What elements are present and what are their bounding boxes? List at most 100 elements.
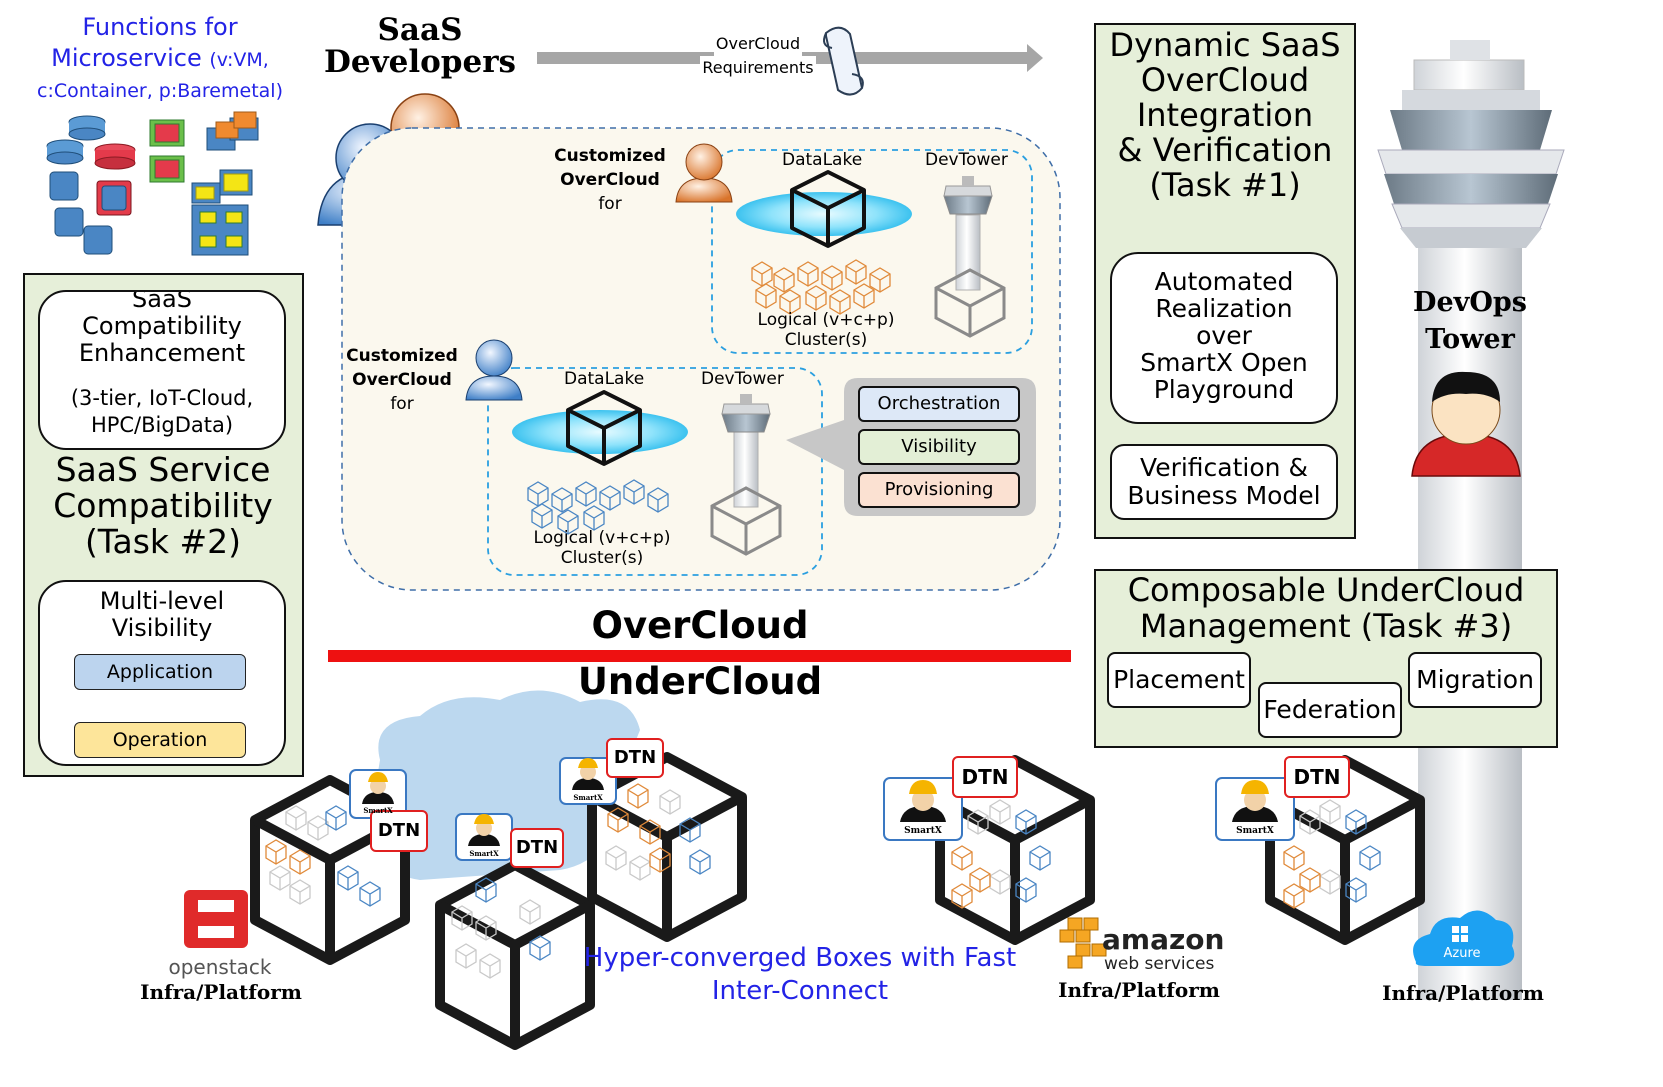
lower-cluster-frame xyxy=(487,367,823,576)
custom-lower-line1: Customized xyxy=(346,346,458,366)
smartx-label-4: SmartX xyxy=(904,826,942,836)
openstack-logo xyxy=(184,890,248,948)
task3-title: Composable UnderCloud Management (Task #… xyxy=(1094,572,1558,644)
azure-logo-text: Azure xyxy=(1443,946,1481,961)
task1-title-line5: (Task #1) xyxy=(1149,166,1301,204)
automated-realization-box: Automated Realization over SmartX Open P… xyxy=(1110,252,1338,424)
saas-compatibility-box: SaaS Compatibility Enhancement (3-tier, … xyxy=(38,290,286,450)
custom-upper-line1: Customized xyxy=(554,146,666,166)
compat-line2: Compatibility xyxy=(82,312,242,340)
dtn-badge-5: DTN xyxy=(1284,756,1350,798)
orchestration-pill: Orchestration xyxy=(858,386,1020,422)
worker-icon-5 xyxy=(1215,777,1295,841)
box1-line2: Realization xyxy=(1155,294,1293,323)
developers-line1: SaaS xyxy=(377,12,463,48)
custom-lower-line2: OverCloud xyxy=(352,370,452,390)
custom-upper-line3: for xyxy=(598,194,622,214)
scroll-icon xyxy=(823,26,864,96)
task1-title-line3: Integration xyxy=(1136,96,1314,134)
federation-box: Federation xyxy=(1258,682,1402,738)
application-layer: Application xyxy=(74,654,246,690)
database-icon xyxy=(46,115,136,170)
microservice-title-suffix: (v:VM, xyxy=(209,49,269,71)
overcloud-label: OverCloud xyxy=(591,604,809,647)
requirements-label: OverCloud Requirements xyxy=(688,32,828,80)
visibility-line1: Multi-level xyxy=(99,587,225,615)
upper-cluster-frame xyxy=(711,149,1033,354)
custom-upper-line2: OverCloud xyxy=(560,170,660,190)
worker-icon-2 xyxy=(455,813,513,861)
aws-logo-text: web services xyxy=(1104,954,1215,974)
task1-title-line4: & Verification xyxy=(1117,131,1333,169)
box1-line1: Automated xyxy=(1154,267,1294,296)
windows-icon xyxy=(1452,926,1468,942)
developers-line2: Developers xyxy=(324,44,516,80)
devops-tower-label: DevOps Tower xyxy=(1400,284,1540,358)
custom-lower-line3: for xyxy=(390,394,414,414)
datalake-label-upper: DataLake xyxy=(782,150,863,170)
visibility-line2: Visibility xyxy=(111,614,213,642)
placement-box: Placement xyxy=(1107,652,1251,708)
hyperconverged-caption: Hyper-converged Boxes with Fast Inter-Co… xyxy=(580,942,1020,1008)
microservice-title-line1: Functions for xyxy=(82,13,238,41)
hyperconverged-line1: Hyper-converged Boxes with Fast xyxy=(583,943,1017,973)
hyperconverged-box-2 xyxy=(440,865,590,1045)
microservice-title-line2: Microservice xyxy=(51,44,202,72)
dtn-badge-4: DTN xyxy=(952,756,1018,798)
box1-line4: SmartX Open xyxy=(1140,348,1308,377)
customized-overcloud-lower: Customized OverCloud for xyxy=(342,344,462,416)
devtower-label-lower: DevTower xyxy=(701,369,784,389)
compat-line5: HPC/BigData) xyxy=(90,413,234,437)
datalake-icon-lower xyxy=(512,390,688,466)
devops-line2: Tower xyxy=(1425,324,1515,355)
box2-line2: Business Model xyxy=(1127,481,1321,510)
provisioning-pill: Provisioning xyxy=(858,472,1020,508)
amazon-logo-text: amazon xyxy=(1102,923,1225,956)
requirements-line1: OverCloud xyxy=(713,32,803,56)
box1-line5: Playground xyxy=(1153,375,1295,404)
task2-title-line1: SaaS Service xyxy=(55,450,271,489)
logical-upper-line1: Logical (v+c+p) xyxy=(757,310,895,330)
datalake-icon-upper xyxy=(736,170,912,248)
task1-title-line2: OverCloud xyxy=(1140,61,1310,99)
task2-title-line2: Compatibility xyxy=(53,486,273,525)
compat-line4: (3-tier, IoT-Cloud, xyxy=(70,386,254,410)
smartx-label-1: SmartX xyxy=(363,806,393,815)
worker-icon-1 xyxy=(349,769,407,819)
undercloud-label: UnderCloud xyxy=(577,660,823,703)
logical-upper-line2: Cluster(s) xyxy=(784,330,868,350)
dtn-badge-2: DTN xyxy=(510,828,564,868)
visibility-pill: Visibility xyxy=(858,429,1020,465)
tower-icon-lower xyxy=(710,394,782,556)
amazon-logo xyxy=(1059,917,1107,969)
overcloud-undercloud-divider xyxy=(328,650,1071,662)
datalake-label-lower: DataLake xyxy=(564,369,645,389)
operation-layer: Operation xyxy=(74,722,246,758)
multilevel-visibility-title: Multi-level Visibility xyxy=(38,588,286,642)
worker-icon-4 xyxy=(883,777,963,841)
task3-title-line1: Composable UnderCloud xyxy=(1127,571,1525,609)
microservice-icons xyxy=(46,111,259,256)
microservice-title-line3: c:Container, p:Baremetal) xyxy=(37,80,283,102)
devtower-label-upper: DevTower xyxy=(925,150,1008,170)
logical-cluster-label-lower: Logical (v+c+p) Cluster(s) xyxy=(528,528,676,568)
devops-user-icon xyxy=(1411,371,1521,477)
tower-icon-upper xyxy=(934,176,1006,338)
openstack-logo-text: openstack xyxy=(168,955,272,979)
migration-box: Migration xyxy=(1408,652,1542,708)
box1-line3: over xyxy=(1196,321,1252,350)
hyperconverged-line2: Inter-Connect xyxy=(711,976,889,1006)
customer-user-icon-orange xyxy=(675,143,733,203)
customized-overcloud-upper: Customized OverCloud for xyxy=(550,144,670,216)
task2-title-line3: (Task #2) xyxy=(84,522,242,561)
box2-line1: Verification & xyxy=(1140,453,1308,482)
smartx-label-5: SmartX xyxy=(1236,826,1274,836)
container-icon xyxy=(149,111,259,256)
saas-developers-label: SaaS Developers xyxy=(320,14,520,78)
customer-user-icon-blue xyxy=(465,339,523,401)
cloud-icon xyxy=(368,690,640,880)
smartx-label-3: SmartX xyxy=(573,793,603,802)
compat-line3: Enhancement xyxy=(78,339,246,367)
infra-platform-label-3: Infra/Platform xyxy=(1382,981,1544,1005)
requirements-line2: Requirements xyxy=(700,56,816,80)
